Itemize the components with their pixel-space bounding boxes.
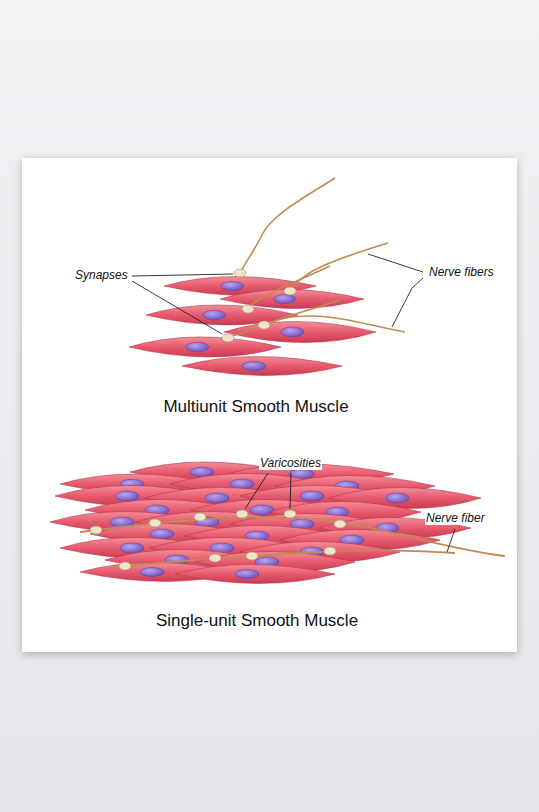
varicosity (284, 510, 296, 518)
synapse-beads (222, 269, 296, 342)
leader-line (290, 473, 291, 509)
leader-line (132, 281, 222, 334)
varicosity (236, 510, 248, 518)
nerve-fiber (249, 266, 330, 308)
muscle-cell (129, 337, 281, 357)
varicosity (119, 562, 131, 570)
varicosity (194, 513, 206, 521)
leader-line (245, 473, 268, 509)
callout-label: Nerve fiber (425, 511, 486, 525)
leader-line (447, 529, 455, 552)
varicosity (90, 526, 102, 534)
varicosity (334, 520, 346, 528)
multiunit-cells (129, 277, 376, 376)
callout-label: Nerve fibers (428, 265, 495, 279)
leader-line (392, 278, 423, 327)
nerve-fiber (241, 178, 335, 272)
synapse (284, 287, 296, 295)
synapse (222, 334, 234, 342)
synapse (258, 321, 270, 329)
nerve-fiber (291, 243, 388, 290)
callout-label: Synapses (74, 268, 129, 282)
nerve-fiber (112, 550, 455, 568)
callout-label: Varicosities (259, 456, 322, 470)
synapse (242, 305, 254, 313)
caption-label: Multiunit Smooth Muscle (162, 397, 349, 417)
nerve-fiber (266, 316, 405, 332)
leader-line (368, 254, 423, 272)
leader-line (132, 274, 233, 276)
varicosity (324, 547, 336, 555)
varicosity-beads (90, 510, 346, 570)
leader-lines (132, 254, 423, 334)
synapse (234, 269, 246, 277)
varicosity (209, 554, 221, 562)
nerve-fiber (229, 300, 340, 337)
varicosity (246, 552, 258, 560)
single-unit-cells (50, 462, 481, 583)
caption-label: Single-unit Smooth Muscle (155, 611, 359, 631)
leader-lines (245, 473, 455, 552)
muscle-cell (175, 565, 335, 584)
varicosity (149, 519, 161, 527)
muscle-cell (182, 357, 342, 376)
